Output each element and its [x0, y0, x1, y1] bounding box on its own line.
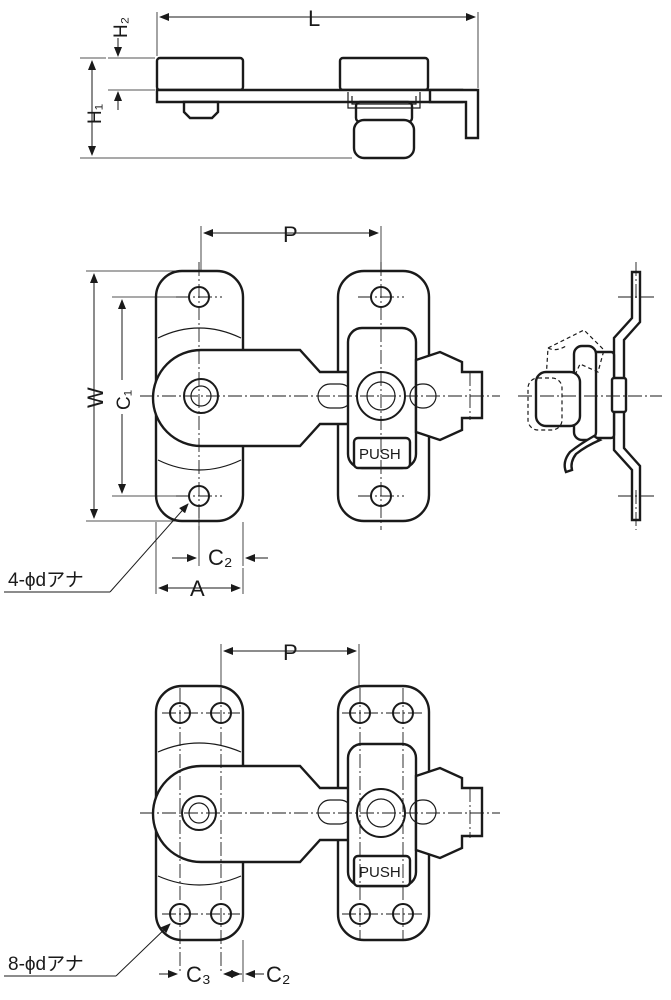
note-8-holes: 8-ϕdアナ	[8, 954, 84, 975]
dim-label-W: W	[83, 387, 108, 408]
dim-label-P2: P	[283, 640, 298, 665]
dim-label-C2-b: C₂	[266, 962, 290, 987]
note-4-holes: 4-ϕdアナ	[8, 570, 84, 591]
front-view-8-hole: P PUSH	[4, 640, 500, 987]
dim-label-L: L	[308, 6, 320, 31]
dim-label-C1: C₁	[114, 390, 135, 410]
side-elevation-view: L H₂ H₁	[80, 6, 480, 160]
dim-label-C3: C₃	[186, 962, 211, 987]
side-profile-view	[518, 262, 662, 530]
dim-label-H1: H₁	[85, 104, 106, 124]
dim-label-A: A	[190, 576, 205, 601]
push-label: PUSH	[359, 446, 401, 463]
dim-label-H2: H₂	[111, 17, 132, 38]
front-view-4-hole: P PUSH	[4, 222, 500, 601]
push-label-2: PUSH	[359, 864, 401, 881]
dim-label-C2: C₂	[208, 545, 232, 570]
dim-label-P: P	[283, 222, 298, 247]
